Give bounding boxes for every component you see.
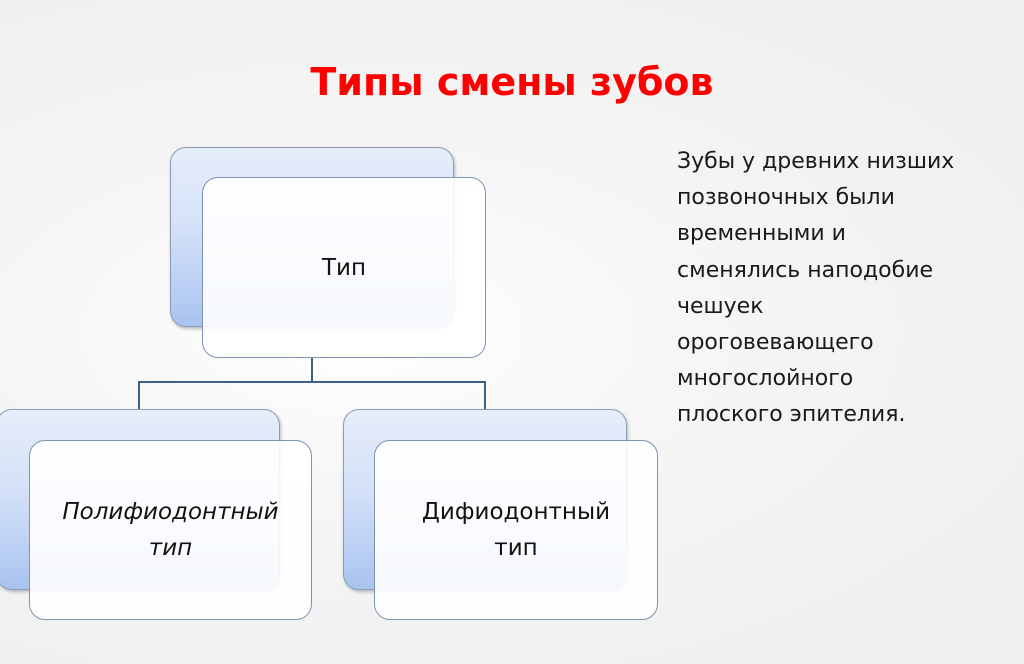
root-node: Тип — [202, 177, 486, 358]
right-node-label-line1: Дифиодонтный — [421, 499, 611, 525]
connector-horizontal — [138, 381, 485, 383]
slide-title: Типы смены зубов — [310, 60, 714, 104]
description-line: плоского эпителия. — [677, 402, 906, 428]
connector-root-vertical — [311, 358, 313, 382]
left-node-label: Полифиодонтный тип — [56, 494, 284, 566]
description-line: сменялись наподобие — [677, 257, 934, 283]
description-line: чешуек — [677, 293, 764, 319]
right-node-label: Дифиодонтный тип — [416, 494, 616, 566]
connector-right-vertical — [484, 381, 486, 409]
connector-left-vertical — [138, 381, 140, 409]
description-line: временными и — [677, 221, 846, 247]
left-node-polyphyodont: Полифиодонтный тип — [29, 440, 312, 620]
description-line: Зубы у древних низших — [677, 149, 955, 174]
description-text: Зубы у древних низших позвоночных были в… — [677, 144, 1007, 434]
description-line: многослойного — [677, 366, 854, 392]
root-node-label: Тип — [321, 254, 367, 281]
right-node-diphyodont: Дифиодонтный тип — [374, 440, 658, 620]
description-line: позвоночных были — [677, 185, 895, 211]
left-node-label-line1: Полифиодонтный — [62, 499, 279, 525]
description-line: ороговевающего — [677, 330, 874, 356]
right-node-label-line2: тип — [494, 535, 538, 561]
left-node-label-line2: тип — [148, 535, 193, 561]
